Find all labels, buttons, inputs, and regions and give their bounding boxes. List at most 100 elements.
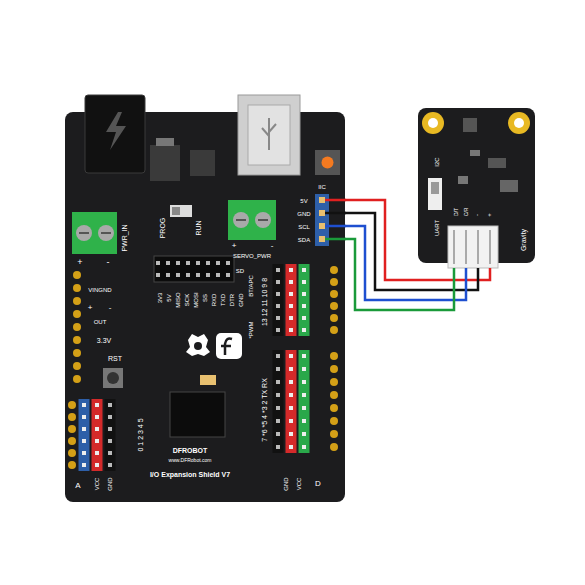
usb-connector xyxy=(248,105,290,165)
icsp-header xyxy=(154,256,234,282)
jumper-wire xyxy=(345,239,454,310)
header-pin xyxy=(166,273,170,277)
wire-stub xyxy=(322,225,346,228)
silkscreen-label: VCC xyxy=(296,478,302,491)
sensor-connector xyxy=(448,226,498,268)
pin-hole xyxy=(330,314,338,322)
pin-hole xyxy=(73,284,81,292)
header-pin xyxy=(276,354,280,358)
header-pin xyxy=(289,304,293,308)
header-pin xyxy=(176,273,180,277)
header-pin xyxy=(108,451,112,455)
silkscreen-label: - xyxy=(271,242,274,250)
silkscreen-label: 0 1 2 3 4 5 xyxy=(137,418,144,451)
pin-hole xyxy=(68,425,76,433)
header-pin xyxy=(186,273,190,277)
terminal-block xyxy=(79,232,111,234)
header-pin xyxy=(95,403,99,407)
pin-hole xyxy=(330,391,338,399)
header-pin xyxy=(289,432,293,436)
silkscreen-label: RST xyxy=(108,355,122,362)
header-pin xyxy=(82,439,86,443)
sensor-board xyxy=(463,118,477,132)
header-pin xyxy=(319,223,325,229)
header-pin xyxy=(82,463,86,467)
pin-header xyxy=(105,399,116,471)
pin-hole xyxy=(73,297,81,305)
header-pin xyxy=(226,273,230,277)
header-pin xyxy=(302,380,306,384)
pin-header xyxy=(299,350,310,453)
pin-header xyxy=(299,264,310,336)
header-pin xyxy=(108,439,112,443)
silkscreen-label: D xyxy=(315,480,321,488)
regulator xyxy=(156,138,174,146)
pin-header xyxy=(286,350,297,453)
header-pin xyxy=(82,427,86,431)
silkscreen-label: SDA xyxy=(298,237,310,243)
sensor-board xyxy=(470,150,480,156)
jumper-wire xyxy=(345,226,466,300)
rst-button xyxy=(103,368,123,388)
header-pin xyxy=(95,427,99,431)
sensor-board xyxy=(488,158,506,168)
icsp-header xyxy=(154,256,234,282)
pin-hole xyxy=(330,352,338,360)
pin-hole xyxy=(330,417,338,425)
pin-hole xyxy=(330,443,338,451)
header-pin xyxy=(289,316,293,320)
header-pin xyxy=(196,273,200,277)
sensor-board xyxy=(422,112,444,134)
header-pin xyxy=(302,354,306,358)
silkscreen-label: GND xyxy=(297,211,310,217)
header-pin xyxy=(276,406,280,410)
header-pin xyxy=(276,367,280,371)
pin-hole xyxy=(73,271,81,279)
silkscreen-label: GND xyxy=(107,477,113,490)
pin-label: I2C xyxy=(434,157,440,166)
mode-switch xyxy=(431,182,439,194)
sensor-board xyxy=(508,112,530,134)
pin-hole xyxy=(73,336,81,344)
wire-stub xyxy=(322,238,346,241)
header-pin xyxy=(302,445,306,449)
header-pin xyxy=(302,316,306,320)
power-jack xyxy=(106,112,126,150)
terminal-block xyxy=(228,200,276,240)
silkscreen-label: IIC xyxy=(318,184,326,190)
pin-hole xyxy=(330,365,338,373)
pin-hole xyxy=(73,323,81,331)
prog-switch xyxy=(170,205,192,217)
header-pin xyxy=(95,451,99,455)
header-pin xyxy=(276,316,280,320)
pin-hole xyxy=(68,449,76,457)
reset-button-top xyxy=(315,150,340,175)
pin-header xyxy=(286,264,297,336)
pin-hole xyxy=(73,310,81,318)
pin-hole xyxy=(68,413,76,421)
header-pin xyxy=(95,415,99,419)
header-pin xyxy=(166,261,170,265)
pin-label: C/R xyxy=(464,208,469,217)
prog-switch xyxy=(170,205,192,217)
header-pin xyxy=(302,393,306,397)
silkscreen-label: + xyxy=(77,258,82,267)
logo xyxy=(221,339,232,355)
expansion-shield: I/O Expansion Shield V7 xyxy=(65,112,345,502)
pin-hole xyxy=(330,326,338,334)
silkscreen-label: MISO xyxy=(175,292,181,307)
brand-text: DFROBOT xyxy=(173,447,208,454)
terminal-block xyxy=(72,200,276,254)
silkscreen-label: VINGND xyxy=(88,287,111,293)
pin-hole xyxy=(73,362,81,370)
header-pin xyxy=(289,380,293,384)
pin-hole xyxy=(330,430,338,438)
pin-label: UART xyxy=(434,220,440,236)
terminal-block xyxy=(236,219,268,221)
header-pins xyxy=(68,197,338,471)
reset-button-top xyxy=(315,150,340,175)
mode-switch xyxy=(428,178,442,210)
wire-stub xyxy=(322,212,346,215)
header-pin xyxy=(289,445,293,449)
